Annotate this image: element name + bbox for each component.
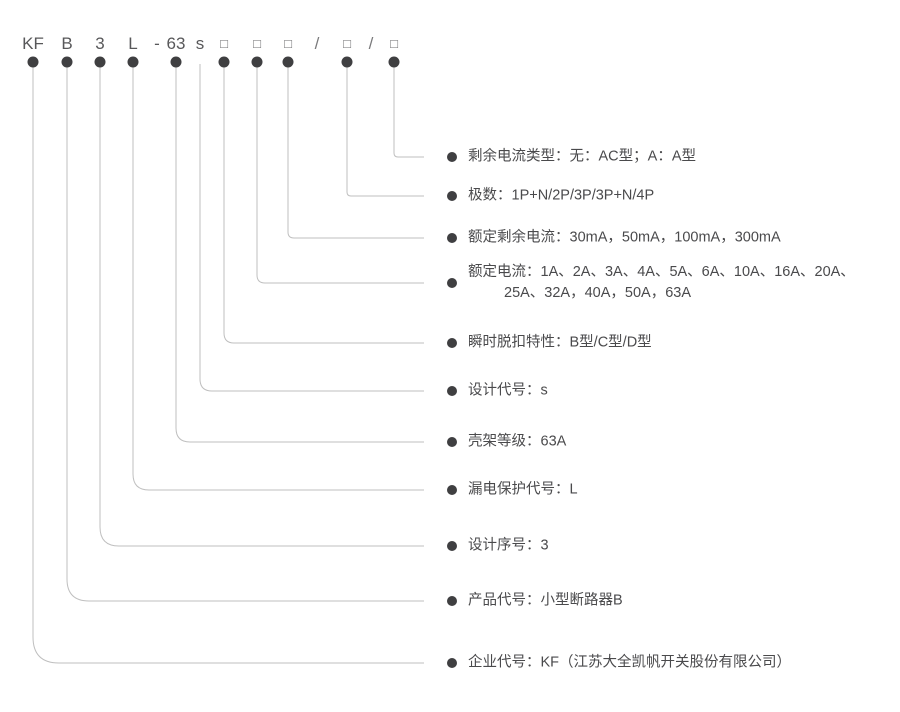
label-design-serial: 设计序号：3 [468,536,549,557]
leader-line-product-code [66,64,424,602]
end-dot-instant-trip-characteristic [447,338,457,348]
code-char-dash: - [154,34,160,53]
label-text-rated-current: 额定电流：1A、2A、3A、4A、5A、6A、10A、16A、20A、 [468,264,855,280]
leader-line-rated-current [256,64,424,284]
leader-line-design-serial [99,64,424,547]
leader-line-frame-rating [175,64,424,443]
leader-line-instant-trip-characteristic [223,64,424,344]
code-char-b: B [61,34,73,53]
label-frame-rating: 壳架等级：63A [468,432,566,453]
code-char-sq-trip: □ [220,36,228,51]
code-char-kf: KF [22,34,44,53]
code-dot-sq-resid [282,56,294,68]
label-text-pole-number: 极数：1P+N/2P/3P/3P+N/4P [468,187,655,204]
end-dot-frame-rating [447,437,457,447]
end-dot-design-serial [447,541,457,551]
code-char-63: 63 [166,34,186,53]
leader-line-residual-current-type [393,64,424,158]
label-text-design-code: 设计代号：s [468,382,548,399]
code-dot-l [127,56,139,68]
end-dot-rated-current [447,278,457,288]
end-dot-product-code [447,596,457,606]
label-text-product-code: 产品代号：小型断路器B [468,592,623,609]
code-dot-sq-trip [218,56,230,68]
end-dot-pole-number [447,191,457,201]
label-rated-residual-current: 额定剩余电流：30mA，50mA，100mA，300mA [468,228,781,249]
leader-line-rated-residual-current [287,64,424,239]
code-dot-sq-pole [341,56,353,68]
code-dot-b [61,56,73,68]
leader-line-leakage-protection-code [132,64,424,491]
label-instant-trip-characteristic: 瞬时脱扣特性：B型/C型/D型 [468,333,652,354]
label-text-design-serial: 设计序号：3 [468,537,549,554]
end-dot-leakage-protection-code [447,485,457,495]
end-dot-residual-current-type [447,152,457,162]
code-char-slash-1: / [314,34,320,53]
code-char-sq-curr: □ [253,36,261,51]
label-rated-current: 额定电流：1A、2A、3A、4A、5A、6A、10A、16A、20A、 25A、3… [468,262,855,304]
code-char-slash-2: / [368,34,374,53]
label-text-frame-rating: 壳架等级：63A [468,433,567,450]
label-pole-number: 极数：1P+N/2P/3P/3P+N/4P [468,186,654,207]
code-dot-sq-curr [251,56,263,68]
label-text-rated-residual-current: 额定剩余电流：30mA，50mA，100mA，300mA [468,229,781,246]
label-enterprise-code: 企业代号：KF（江苏大全凯帆开关股份有限公司） [468,653,791,674]
code-char-sq-type: □ [390,36,398,51]
end-dot-enterprise-code [447,658,457,668]
label-leakage-protection-code: 漏电保护代号：L [468,480,578,501]
code-char-l: L [128,34,138,53]
label-product-code: 产品代号：小型断路器B [468,591,623,612]
end-dot-rated-residual-current [447,233,457,243]
label-design-code: 设计代号：s [468,381,548,402]
leader-line-enterprise-code [32,64,424,664]
label-text-instant-trip-characteristic: 瞬时脱扣特性：B型/C型/D型 [468,334,652,351]
code-dot-63 [170,56,182,68]
label-residual-current-type: 剩余电流类型：无：AC型；A：A型 [468,147,696,168]
model-code-row: KF B 3 L-63 s □ □ □ / □ / □ [0,31,900,57]
label-text-enterprise-code: 企业代号：KF（江苏大全凯帆开关股份有限公司） [468,654,792,671]
code-char-sq-resid: □ [284,36,292,51]
label-text-leakage-protection-code: 漏电保护代号：L [468,481,578,498]
code-char-sq-pole: □ [343,36,351,51]
label-text-rated-current-line2: 25A、32A，40A，50A，63A [504,285,691,301]
code-dot-3 [94,56,106,68]
label-text-residual-current-type: 剩余电流类型：无：AC型；A：A型 [468,148,696,165]
leader-line-design-code [199,64,424,392]
code-char-3: 3 [95,34,105,53]
leader-line-pole-number [346,64,424,197]
code-char-s: s [195,34,205,53]
code-dot-sq-type [388,56,400,68]
code-dot-kf [27,56,39,68]
end-dot-design-code [447,386,457,396]
